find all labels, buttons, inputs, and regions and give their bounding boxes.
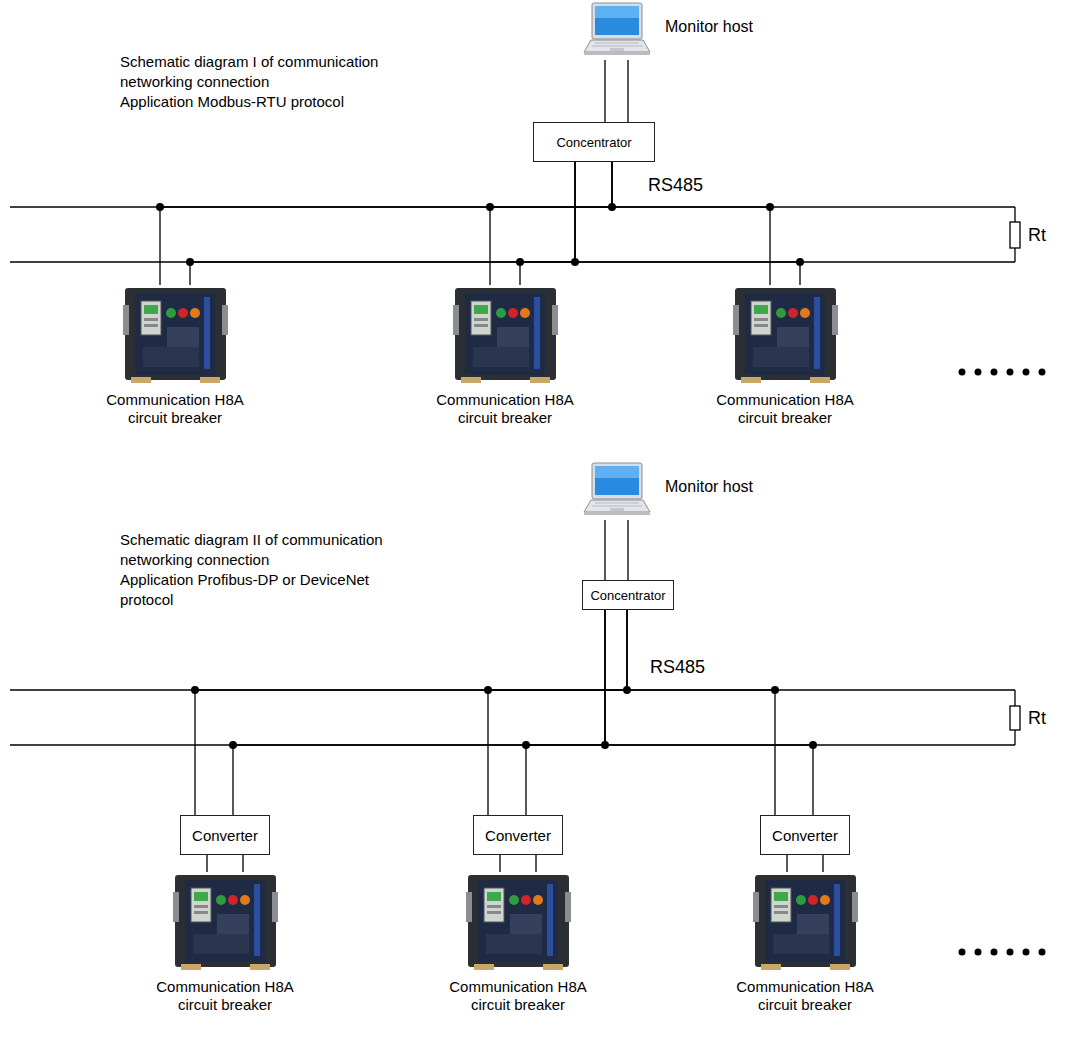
box-text: Concentrator xyxy=(590,588,665,603)
device-box: Concentrator xyxy=(582,580,674,610)
host-label: Monitor host xyxy=(665,478,753,496)
diagram-label: Schematic diagram I of communication net… xyxy=(120,52,400,92)
connector-wire xyxy=(195,610,627,815)
box-text: Converter xyxy=(192,827,258,844)
diagram-label: RS485 xyxy=(648,174,728,197)
circuit-breaker: Communication H8A circuit breaker xyxy=(420,285,590,427)
breaker-picture xyxy=(466,872,571,972)
box-text: Converter xyxy=(485,827,551,844)
connector-wire xyxy=(605,60,628,122)
connector-wire xyxy=(605,520,628,580)
breaker-picture xyxy=(753,872,858,972)
device-box: Concentrator xyxy=(533,122,655,162)
box-text: Converter xyxy=(772,827,838,844)
connector-wire xyxy=(207,855,243,872)
diagram-label: RS485 xyxy=(650,656,730,679)
breaker-picture xyxy=(733,285,838,385)
connector-wire xyxy=(787,855,823,872)
monitor-host: Monitor host xyxy=(583,2,651,60)
connector-wire xyxy=(500,855,536,872)
circuit-breaker: Communication H8A circuit breaker xyxy=(433,872,603,1014)
breaker-label: Communication H8A circuit breaker xyxy=(140,978,310,1014)
breaker-label: Communication H8A circuit breaker xyxy=(420,391,590,427)
breaker-picture xyxy=(453,285,558,385)
laptop-icon xyxy=(583,2,651,60)
breaker-label: Communication H8A circuit breaker xyxy=(433,978,603,1014)
connector-wire xyxy=(575,162,800,285)
device-box: Converter xyxy=(473,815,563,855)
diagram-label: Rt xyxy=(1028,707,1064,730)
breaker-label: Communication H8A circuit breaker xyxy=(90,391,260,427)
diagram-label: Application Modbus-RTU protocol xyxy=(120,92,420,112)
diagram-label: Rt xyxy=(1028,224,1064,247)
breaker-picture xyxy=(173,872,278,972)
monitor-host: Monitor host xyxy=(583,462,651,520)
connector-wire xyxy=(488,610,627,815)
device-box: Converter xyxy=(760,815,850,855)
box-text: Concentrator xyxy=(556,135,631,150)
breaker-label: Communication H8A circuit breaker xyxy=(720,978,890,1014)
device-box: Converter xyxy=(180,815,270,855)
circuit-breaker: Communication H8A circuit breaker xyxy=(700,285,870,427)
circuit-breaker: Communication H8A circuit breaker xyxy=(140,872,310,1014)
breaker-label: Communication H8A circuit breaker xyxy=(700,391,870,427)
diagram-label: Schematic diagram II of communication ne… xyxy=(120,530,400,570)
circuit-breaker: Communication H8A circuit breaker xyxy=(720,872,890,1014)
laptop-icon xyxy=(583,462,651,520)
circuit-breaker: Communication H8A circuit breaker xyxy=(90,285,260,427)
diagram-label: Application Profibus-DP or DeviceNet pro… xyxy=(120,570,400,610)
connector-wire xyxy=(160,162,612,285)
connector-wire xyxy=(490,162,612,285)
breaker-picture xyxy=(123,285,228,385)
connector-wire xyxy=(605,610,813,815)
host-label: Monitor host xyxy=(665,18,753,36)
